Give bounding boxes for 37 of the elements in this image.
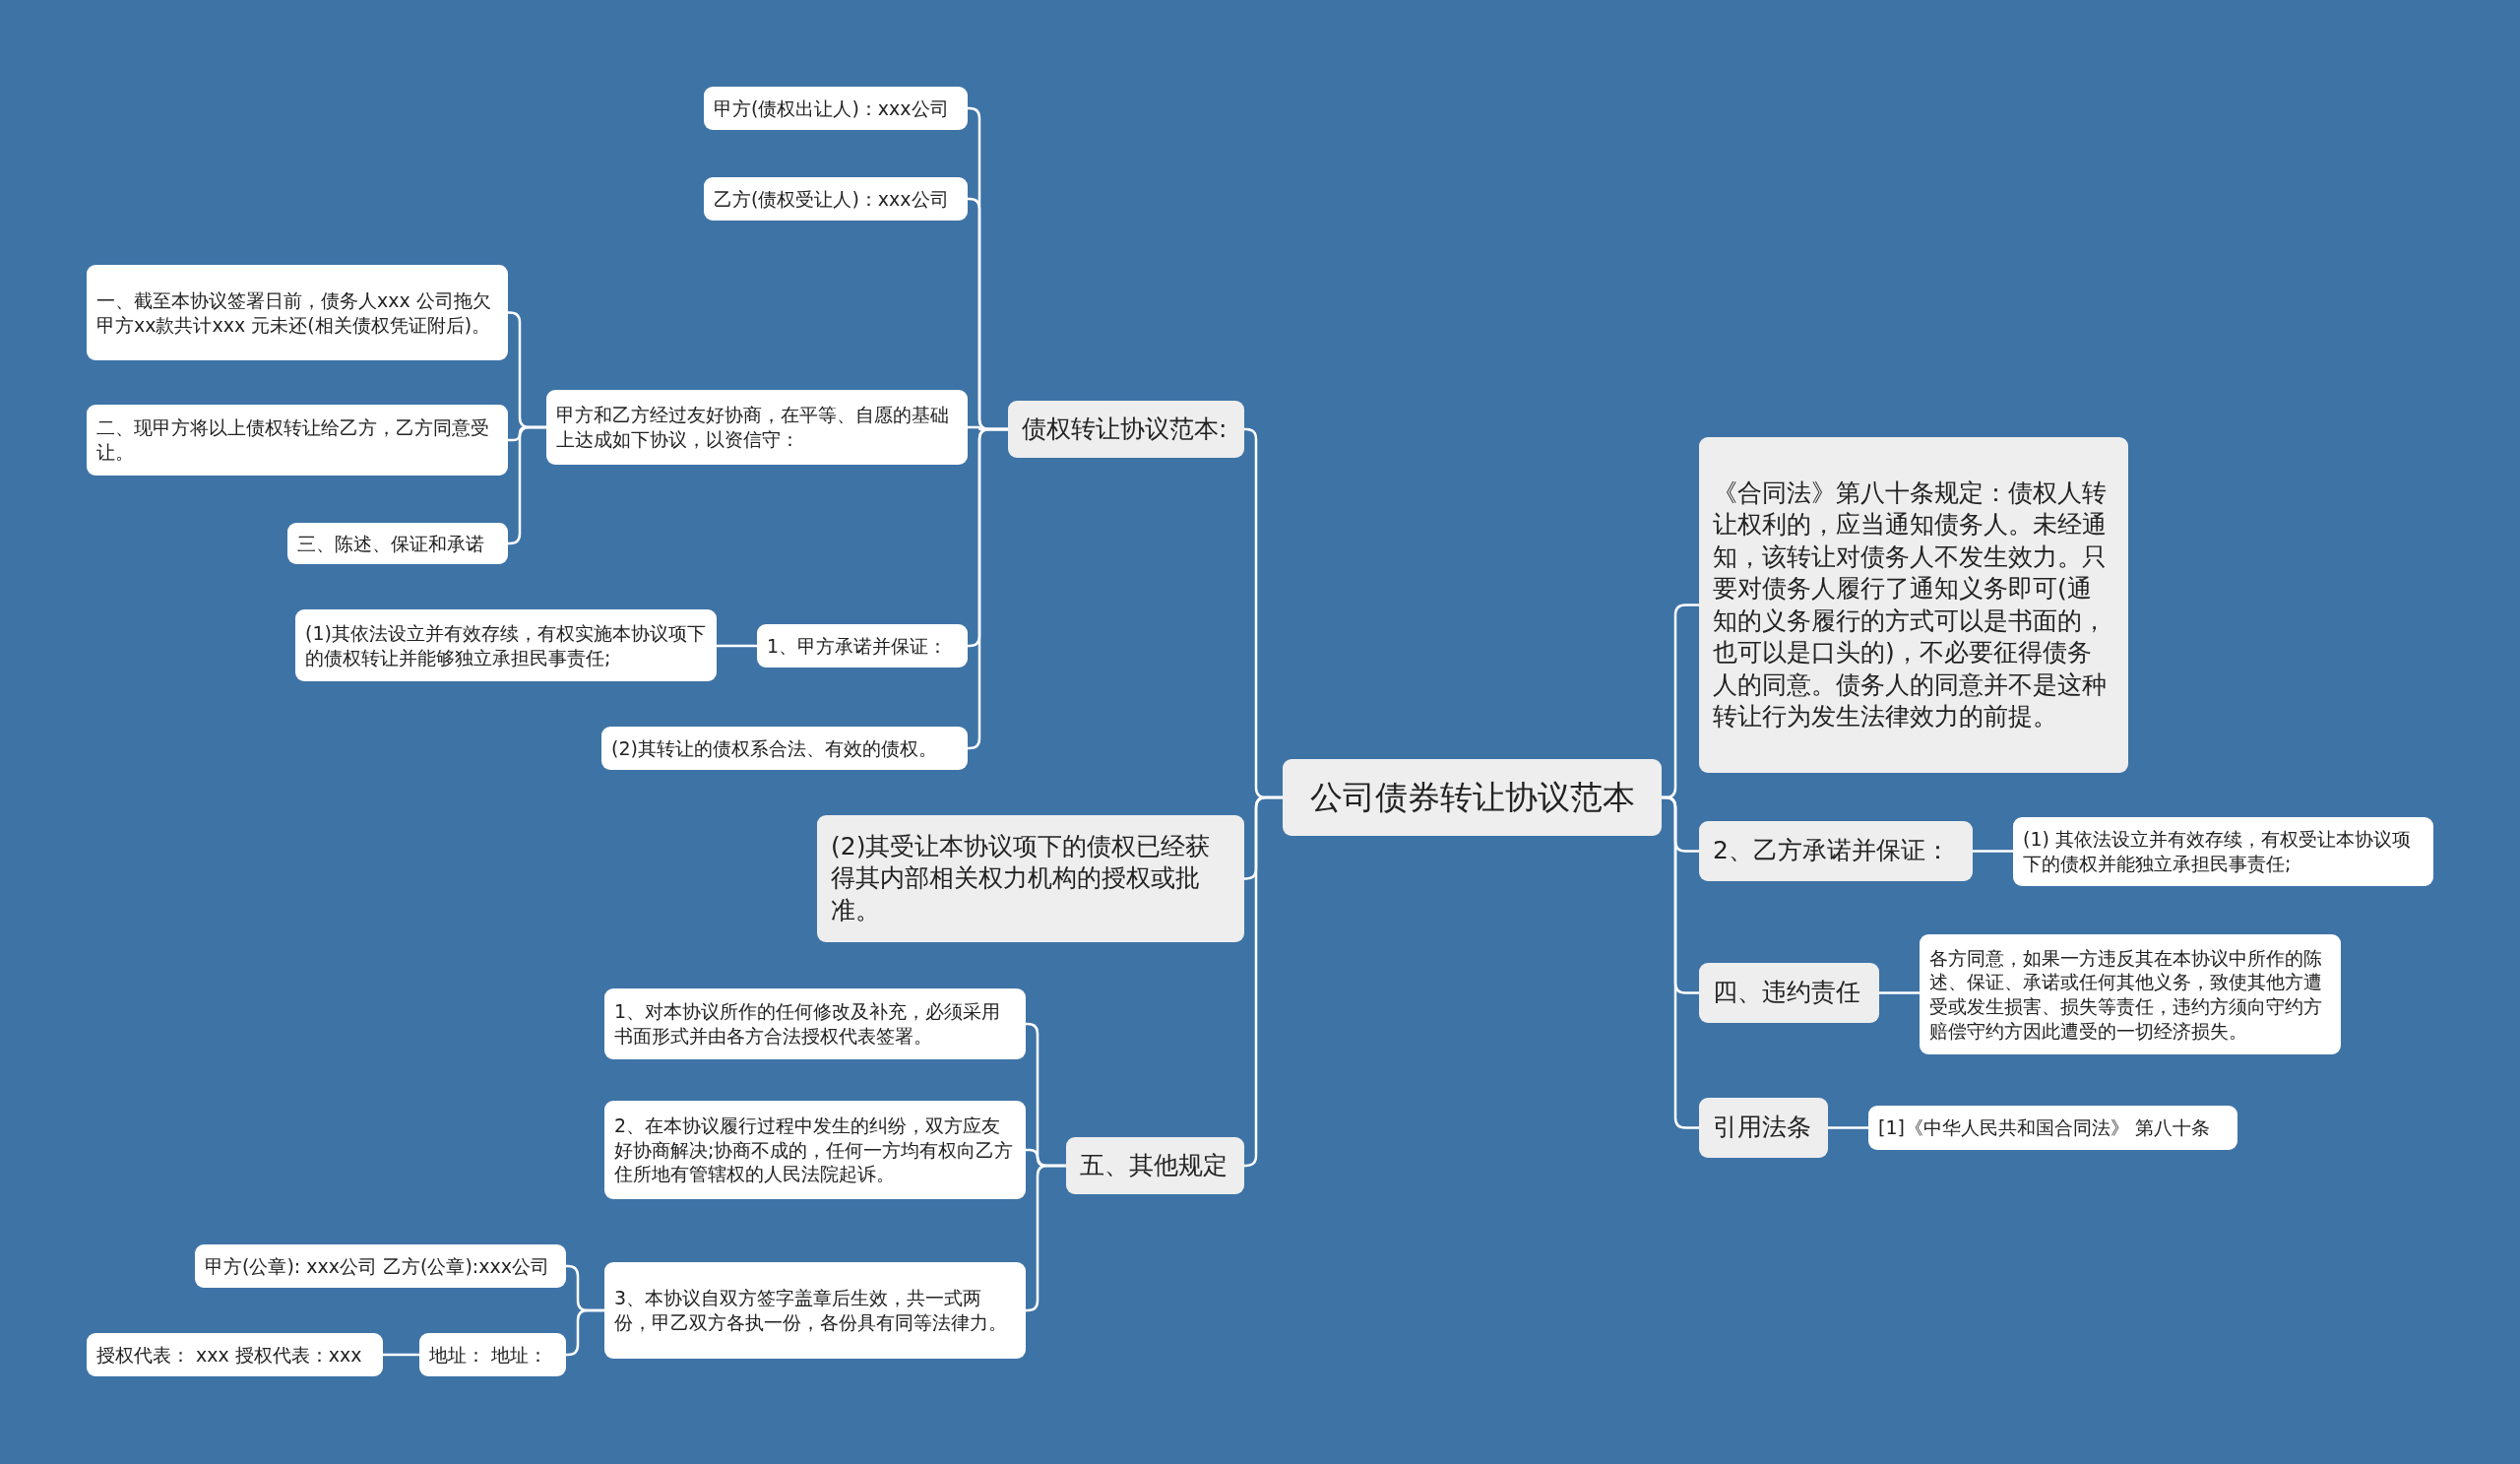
subtopic-box: (1) 其依法设立并有效存续，有权受让本协议项下的债权并能独立承担民事责任; [2013,817,2433,886]
subtopic-box: 1、对本协议所作的任何修改及补充，必须采用书面形式并由各方合法授权代表签署。 [604,988,1026,1059]
topic-box: 《合同法》第八十条规定：债权人转让权利的，应当通知债务人。未经通知，该转让对债务人不发生效力。只要对债务人履行了通知义务即可(通知的义务履行的方式可以是书面的，也可以是口头的)，不必要征得债务人的同意。债务人的同意并不是这种转让行为发生法律效力的前提。 [1699,437,2128,773]
subtopic-box: 二、现甲方将以上债权转让给乙方，乙方同意受让。 [87,405,508,476]
connector-line [508,425,546,545]
connector-line [717,644,757,648]
subtopic-box: 一、截至本协议签署日前，债务人xxx 公司拖欠甲方xx款共计xxx 元未还(相关债权凭证附后)。 [87,265,508,360]
connector-line [1662,796,1699,1129]
topic-box: 五、其他规定 [1066,1137,1244,1194]
connector-line [1973,850,2013,853]
topic-box: 债权转让协议范本: [1008,401,1244,458]
topic-box: 2、乙方承诺并保证： [1699,821,1973,881]
subtopic-box: 1、甲方承诺并保证： [757,624,968,668]
subtopic-box: 乙方(债权受让人)：xxx公司 [704,177,968,221]
connector-line [1243,796,1283,1168]
subtopic-box: 3、本协议自双方签字盖章后生效，共一式两份，甲乙双方各执一份，各份具有同等法律力。 [604,1262,1026,1359]
subtopic-box: 各方同意，如果一方违反其在本协议中所作的陈述、保证、承诺或任何其他义务，致使其他方遭受或发生损害、损失等责任，违约方须向守约方赔偿守约方因此遭受的一切经济损失。 [1920,934,2341,1054]
central-topic-box: 公司债券转让协议范本 [1283,759,1662,836]
subtopic-box: (1)其依法设立并有效存续，有权实施本协议项下的债权转让并能够独立承担民事责任; [295,609,717,681]
connector-line [383,1353,419,1357]
connector-line [967,427,1008,750]
subtopic-box: (2)其转让的债权系合法、有效的债权。 [601,727,968,770]
connector-line [1026,1164,1066,1312]
subtopic-box: [1]《中华人民共和国合同法》 第八十条 [1868,1106,2237,1150]
subtopic-box: 甲方(债权出让人)：xxx公司 [704,87,968,130]
topic-box: 引用法条 [1699,1098,1828,1158]
subtopic-box: 地址： 地址： [419,1333,566,1376]
subtopic-box: 三、陈述、保证和承诺 [287,523,508,564]
subtopic-box: 甲方和乙方经过友好协商，在平等、自愿的基础上达成如下协议，以资信守： [546,390,968,465]
topic-box: 四、违约责任 [1699,963,1879,1023]
connector-line [1828,1126,1868,1129]
subtopic-box: 2、在本协议履行过程中发生的纠纷，双方应友好协商解决;协商不成的，任何一方均有权向乙方住所地有管辖权的人民法院起诉。 [604,1101,1026,1199]
subtopic-box: 甲方(公章): xxx公司 乙方(公章):xxx公司 [195,1244,566,1288]
subtopic-box: 授权代表： xxx 授权代表：xxx [87,1333,383,1376]
connector-line [1879,991,1920,994]
topic-box: (2)其受让本协议项下的债权已经获得其内部相关权力机构的授权或批准。 [817,815,1244,942]
connector-line [566,1308,604,1357]
